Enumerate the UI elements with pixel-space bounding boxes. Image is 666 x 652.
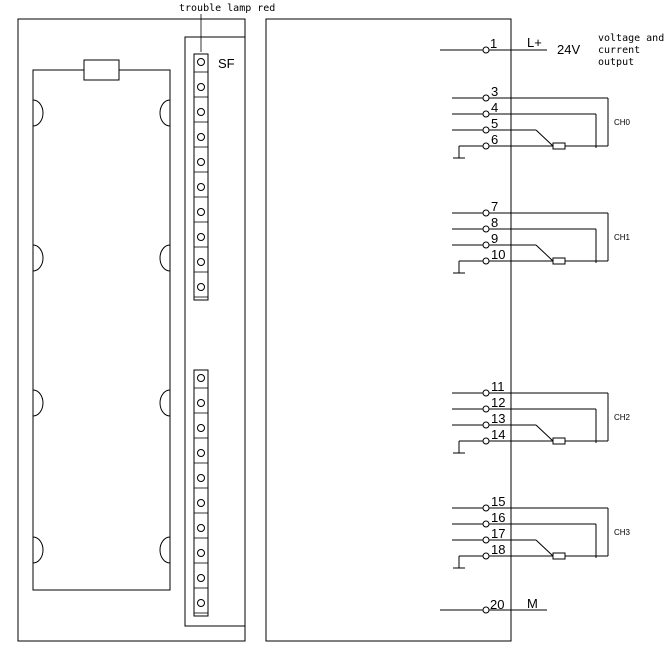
terminal-point xyxy=(482,225,490,233)
terminal-screw xyxy=(197,524,205,532)
terminal-screw xyxy=(197,108,205,116)
terminal-screw xyxy=(197,183,205,191)
terminal-point xyxy=(482,536,490,544)
terminal-point xyxy=(482,110,490,118)
sensor-resistor xyxy=(552,142,566,150)
board-connector-tab xyxy=(83,59,120,81)
terminal-screw xyxy=(197,499,205,507)
channel-label: CH3 xyxy=(614,528,631,537)
terminal-14-label: 14 xyxy=(491,427,505,442)
terminal-10-label: 10 xyxy=(491,247,505,262)
output-line-2: current xyxy=(598,45,640,56)
terminal-point xyxy=(482,94,490,102)
channel-label: CH2 xyxy=(614,413,631,422)
terminal-screw xyxy=(197,399,205,407)
terminal-point xyxy=(482,389,490,397)
terminal-screw xyxy=(197,83,205,91)
terminal-screw xyxy=(197,374,205,382)
sensor-resistor xyxy=(552,437,566,445)
terminal-screw xyxy=(197,574,205,582)
terminal-13-label: 13 xyxy=(491,411,505,426)
supply-m: 20 M xyxy=(440,596,547,614)
sf-label: SF xyxy=(218,56,235,71)
terminal-1-label: 1 xyxy=(490,36,497,51)
terminal-point xyxy=(482,405,490,413)
terminal-point xyxy=(482,142,490,150)
terminal-screw xyxy=(197,449,205,457)
terminal-18-label: 18 xyxy=(491,542,505,557)
terminal-screw xyxy=(197,599,205,607)
terminal-screw xyxy=(197,233,205,241)
module-inner-board xyxy=(32,69,171,591)
terminal-screw xyxy=(197,158,205,166)
m-label: M xyxy=(527,596,538,611)
terminal-screw xyxy=(197,549,205,557)
terminal-6-label: 6 xyxy=(491,132,498,147)
terminal-point xyxy=(482,520,490,528)
terminal-screw xyxy=(197,258,205,266)
terminal-12-label: 12 xyxy=(491,395,505,410)
module-left-housing xyxy=(17,18,246,642)
terminal-16-label: 16 xyxy=(491,510,505,525)
terminal-11-label: 11 xyxy=(491,379,505,394)
terminal-7-label: 7 xyxy=(491,199,498,214)
channel-label: CH0 xyxy=(614,118,631,127)
terminal-8-label: 8 xyxy=(491,215,498,230)
module-right-housing xyxy=(265,18,512,642)
sensor-resistor xyxy=(552,257,566,265)
terminal-4-label: 4 xyxy=(491,100,498,115)
terminal-9-label: 9 xyxy=(491,231,498,246)
terminal-5-label: 5 xyxy=(491,116,498,131)
terminal-20-label: 20 xyxy=(490,597,504,612)
sensor-resistor xyxy=(552,552,566,560)
terminal-strip-1 xyxy=(193,369,209,617)
terminal-point xyxy=(482,209,490,217)
terminal-point xyxy=(482,421,490,429)
lplus-label: L+ xyxy=(527,35,542,50)
trouble-lamp-label: trouble lamp red xyxy=(179,3,275,14)
terminal-strips xyxy=(193,53,209,617)
terminal-screw xyxy=(197,133,205,141)
terminal-screw xyxy=(197,424,205,432)
terminal-point xyxy=(482,504,490,512)
terminal-point xyxy=(482,437,490,445)
output-annotation: voltage and current output xyxy=(598,33,664,68)
terminal-screw xyxy=(197,474,205,482)
terminal-screw xyxy=(197,283,205,291)
terminal-3-label: 3 xyxy=(491,84,498,99)
voltage-label: 24V xyxy=(557,42,580,57)
terminal-screw xyxy=(197,208,205,216)
terminal-point xyxy=(482,257,490,265)
terminal-17-label: 17 xyxy=(491,526,505,541)
terminal-15-label: 15 xyxy=(491,494,505,509)
terminal-point xyxy=(482,552,490,560)
front-connector-panel xyxy=(184,36,246,627)
output-line-3: output xyxy=(598,57,634,68)
terminal-point xyxy=(482,126,490,134)
terminal-strip-0 xyxy=(193,53,209,301)
board-notches xyxy=(32,99,171,564)
terminal-point xyxy=(482,241,490,249)
output-line-1: voltage and xyxy=(598,33,664,44)
supply-lplus: 1 L+ 24V xyxy=(440,35,580,57)
terminal-screw xyxy=(197,58,205,66)
channel-label: CH1 xyxy=(614,233,631,242)
